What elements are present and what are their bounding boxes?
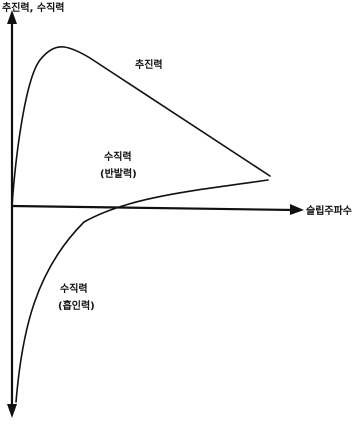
thrust-curve-label: 추진력	[135, 58, 163, 71]
y-axis-down-arrowhead	[7, 404, 17, 418]
x-axis-label: 슬립주파수	[306, 204, 352, 217]
thrust-curve	[11, 46, 271, 207]
attractive-force-sublabel: (흡인력)	[58, 299, 95, 312]
repulsive-force-sublabel: (반발력)	[100, 167, 137, 180]
attractive-force-label: 수직력	[60, 282, 88, 295]
y-axis-up-arrowhead	[7, 10, 17, 24]
x-axis-arrowhead	[290, 204, 304, 215]
y-axis-label: 추진력, 수직력	[2, 1, 64, 14]
normal-force-curve	[15, 179, 269, 403]
repulsive-force-label: 수직력	[104, 150, 132, 163]
x-axis	[11, 204, 295, 212]
